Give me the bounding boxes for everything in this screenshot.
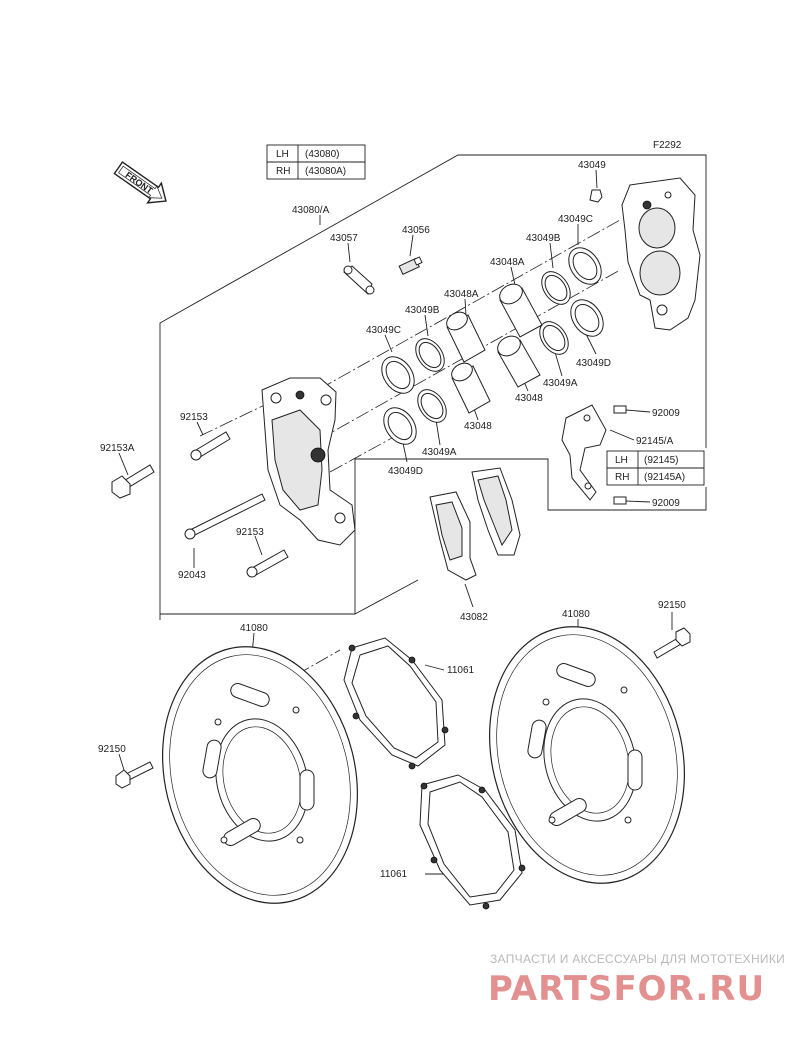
watermark-logo: PARTSFOR.RU xyxy=(488,969,765,1009)
label-43057: 43057 xyxy=(330,233,358,244)
label-92043: 92043 xyxy=(178,570,206,581)
brake-disc-left xyxy=(162,646,358,904)
bracket-table-rh-part: (92145A) xyxy=(644,472,685,483)
bolt-92153-top xyxy=(190,431,231,461)
label-43049D-right: 43049D xyxy=(576,358,611,369)
bleeder-cap xyxy=(343,265,375,295)
label-92009-bottom: 92009 xyxy=(652,498,680,509)
label-43048A-mid: 43048A xyxy=(444,289,479,300)
label-43080-assy: 43080/A xyxy=(292,205,330,216)
watermark: ЗАПЧАСТИ И АКСЕССУАРЫ ДЛЯ МОТОТЕХНИКИ PA… xyxy=(488,952,785,1009)
bracket-table-lh-part: (92145) xyxy=(644,455,678,466)
label-92145-assy: 92145/A xyxy=(636,436,674,447)
label-92150-right: 92150 xyxy=(658,600,686,611)
leader-lines xyxy=(118,169,673,875)
brake-pads xyxy=(429,467,521,581)
assembly-boundary xyxy=(159,154,707,620)
shim-top xyxy=(343,637,449,770)
label-11061-top: 11061 xyxy=(447,665,475,676)
shim-bottom xyxy=(419,774,526,910)
caliper-bracket xyxy=(561,404,607,501)
label-43049C-right: 43049C xyxy=(558,214,593,225)
label-43048-mid: 43048 xyxy=(464,421,492,432)
bolt-92153A xyxy=(111,464,155,499)
label-43049C-left: 43049C xyxy=(366,325,401,336)
label-43049D-left: 43049D xyxy=(388,466,423,477)
pin-92043 xyxy=(184,493,266,540)
label-92153-bottom: 92153 xyxy=(236,527,264,538)
part-labels: 43080/A 43057 43056 43049 43049C 43049B … xyxy=(98,160,686,880)
pin-clip xyxy=(589,189,603,203)
bolt-92150-left xyxy=(115,761,154,789)
seals-right xyxy=(539,247,604,355)
caliper-table-lh: LH xyxy=(276,149,289,160)
bracket-table-rh: RH xyxy=(615,472,629,483)
label-41080-left: 41080 xyxy=(240,623,268,634)
bleeder-valve xyxy=(398,256,423,275)
label-92153A: 92153A xyxy=(100,443,135,454)
label-43048A-right: 43048A xyxy=(490,257,525,268)
label-11061-bottom: 11061 xyxy=(380,869,408,880)
label-43049B-right: 43049B xyxy=(526,233,561,244)
caliper-body-left xyxy=(261,377,356,546)
caliper-table-rh: RH xyxy=(276,166,290,177)
figure-code: F2292 xyxy=(653,140,682,151)
bracket-side-table: LH (92145) RH (92145A) xyxy=(606,450,705,486)
bracket-table-lh: LH xyxy=(615,455,628,466)
caliper-side-table: LH (43080) RH (43080A) xyxy=(266,144,366,180)
caliper-table-rh-part: (43080A) xyxy=(305,166,346,177)
label-43082: 43082 xyxy=(460,612,488,623)
label-43049A-mid: 43049A xyxy=(422,447,457,458)
screw-92009-bottom xyxy=(613,496,627,505)
label-43056: 43056 xyxy=(402,225,430,236)
watermark-tagline: ЗАПЧАСТИ И АКСЕССУАРЫ ДЛЯ МОТОТЕХНИКИ xyxy=(490,952,785,966)
bolt-92153-bottom xyxy=(246,549,289,578)
label-43048-right: 43048 xyxy=(515,393,543,404)
seals-left xyxy=(381,338,447,445)
label-92150-left: 92150 xyxy=(98,744,126,755)
pistons-right xyxy=(497,283,543,388)
label-41080-right: 41080 xyxy=(562,609,590,620)
label-92009-top: 92009 xyxy=(652,408,680,419)
label-43049: 43049 xyxy=(578,160,606,171)
label-43049B-mid: 43049B xyxy=(405,305,440,316)
pistons-middle xyxy=(446,311,491,414)
caliper-table-lh-part: (43080) xyxy=(305,149,339,160)
label-43049A-right: 43049A xyxy=(543,378,578,389)
bolt-92150-right xyxy=(653,627,691,659)
caliper-body-right xyxy=(621,177,701,331)
label-92153-top: 92153 xyxy=(180,412,208,423)
brake-disc-right xyxy=(489,626,685,884)
screw-92009-top xyxy=(613,405,627,414)
